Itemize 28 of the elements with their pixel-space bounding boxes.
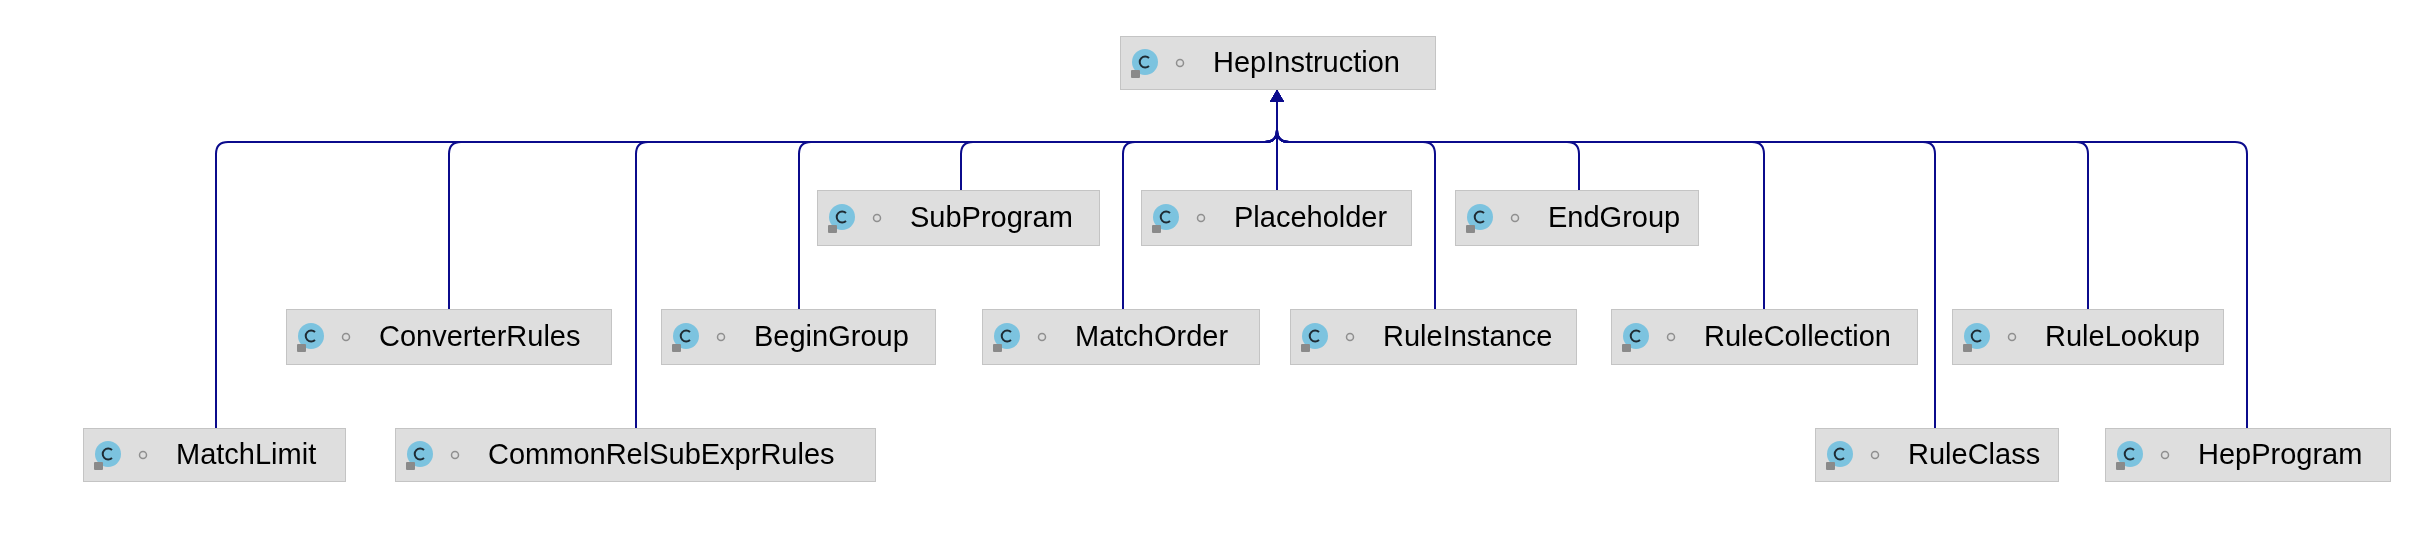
class-name: SubProgram: [910, 200, 1073, 236]
class-name: BeginGroup: [754, 319, 909, 355]
class-name: HepInstruction: [1213, 45, 1400, 81]
class-box: [83, 428, 346, 482]
class-name: RuleInstance: [1383, 319, 1553, 355]
class-name: MatchOrder: [1075, 319, 1229, 355]
class-name: EndGroup: [1548, 200, 1681, 236]
class-box: [286, 309, 612, 365]
class-name: RuleCollection: [1704, 319, 1891, 355]
class-name: Placeholder: [1234, 200, 1388, 236]
class-box: [817, 190, 1100, 246]
class-box: [1815, 428, 2059, 482]
class-name: RuleLookup: [2045, 319, 2200, 355]
class-name: HepProgram: [2198, 437, 2363, 473]
class-box: [1611, 309, 1918, 365]
class-name: RuleClass: [1908, 437, 2041, 473]
class-name: ConverterRules: [379, 319, 581, 355]
class-box: [1120, 36, 1436, 90]
class-box: [2105, 428, 2391, 482]
class-box: [1290, 309, 1577, 365]
class-box: [1141, 190, 1412, 246]
class-name: CommonRelSubExprRules: [488, 437, 835, 473]
class-box: [1455, 190, 1699, 246]
class-box: [1952, 309, 2224, 365]
class-box: [395, 428, 876, 482]
class-name: MatchLimit: [176, 437, 317, 473]
class-box: [982, 309, 1260, 365]
class-box: [661, 309, 936, 365]
